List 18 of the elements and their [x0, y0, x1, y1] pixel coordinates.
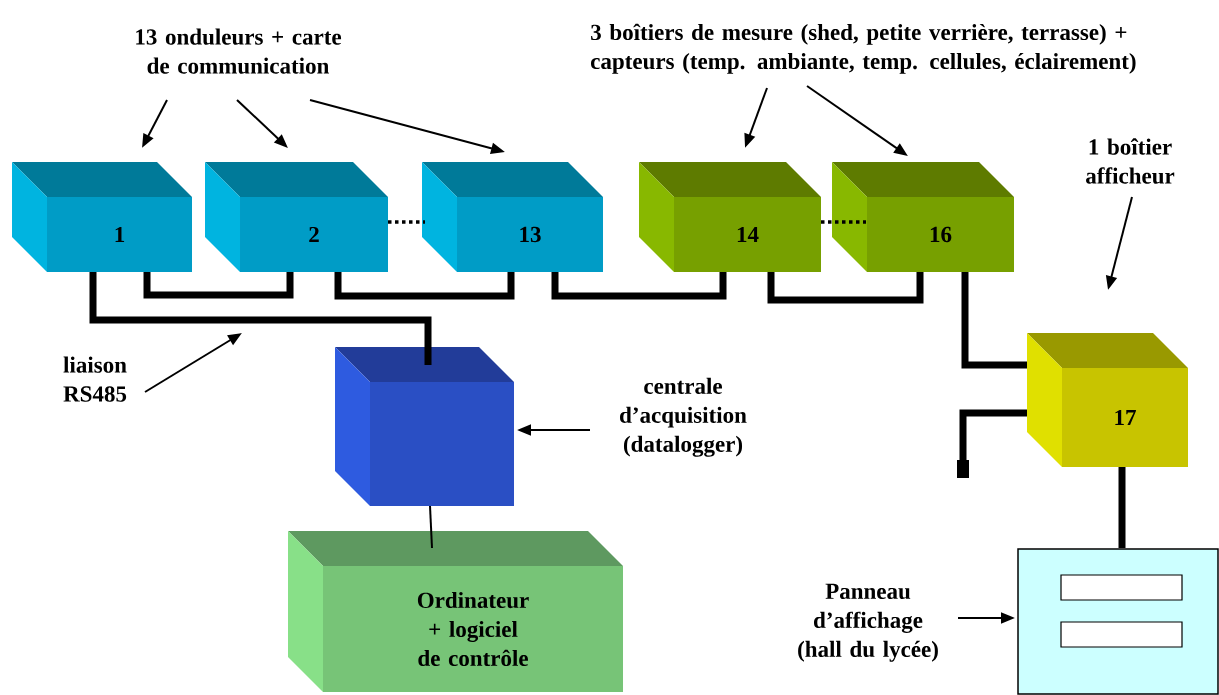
- cube-box: 16: [832, 162, 1014, 272]
- cube-box: 17: [1027, 333, 1188, 467]
- cube-box: [335, 347, 514, 506]
- dotted-line: [388, 220, 425, 224]
- annotation-text: centrale d’acquisition (datalogger): [620, 377, 747, 457]
- cube-box: 2: [205, 162, 388, 272]
- annotation-text: Panneau d’affichage (hall du lycée): [798, 583, 938, 662]
- annotation-text: 13 onduleurs + carte de communication: [136, 28, 342, 74]
- annotation-text: 1 boîtier afficheur: [1086, 138, 1175, 184]
- cube-box: 13: [422, 162, 603, 272]
- cable-line: [429, 505, 433, 549]
- display-panel: [1017, 548, 1219, 695]
- dotted-line: [821, 220, 866, 224]
- cube-box: Ordinateur + logiciel de contrôle: [288, 531, 623, 692]
- cube-box: 1: [12, 162, 192, 272]
- cube-box: 14: [639, 162, 821, 272]
- annotation-text: 3 boîtiers de mesure (shed, petite verrière, terrasse) + capteurs (temp. ambiante, temp. cellules, éclairement): [591, 23, 1136, 74]
- annotation-text: liaison RS485: [63, 356, 127, 402]
